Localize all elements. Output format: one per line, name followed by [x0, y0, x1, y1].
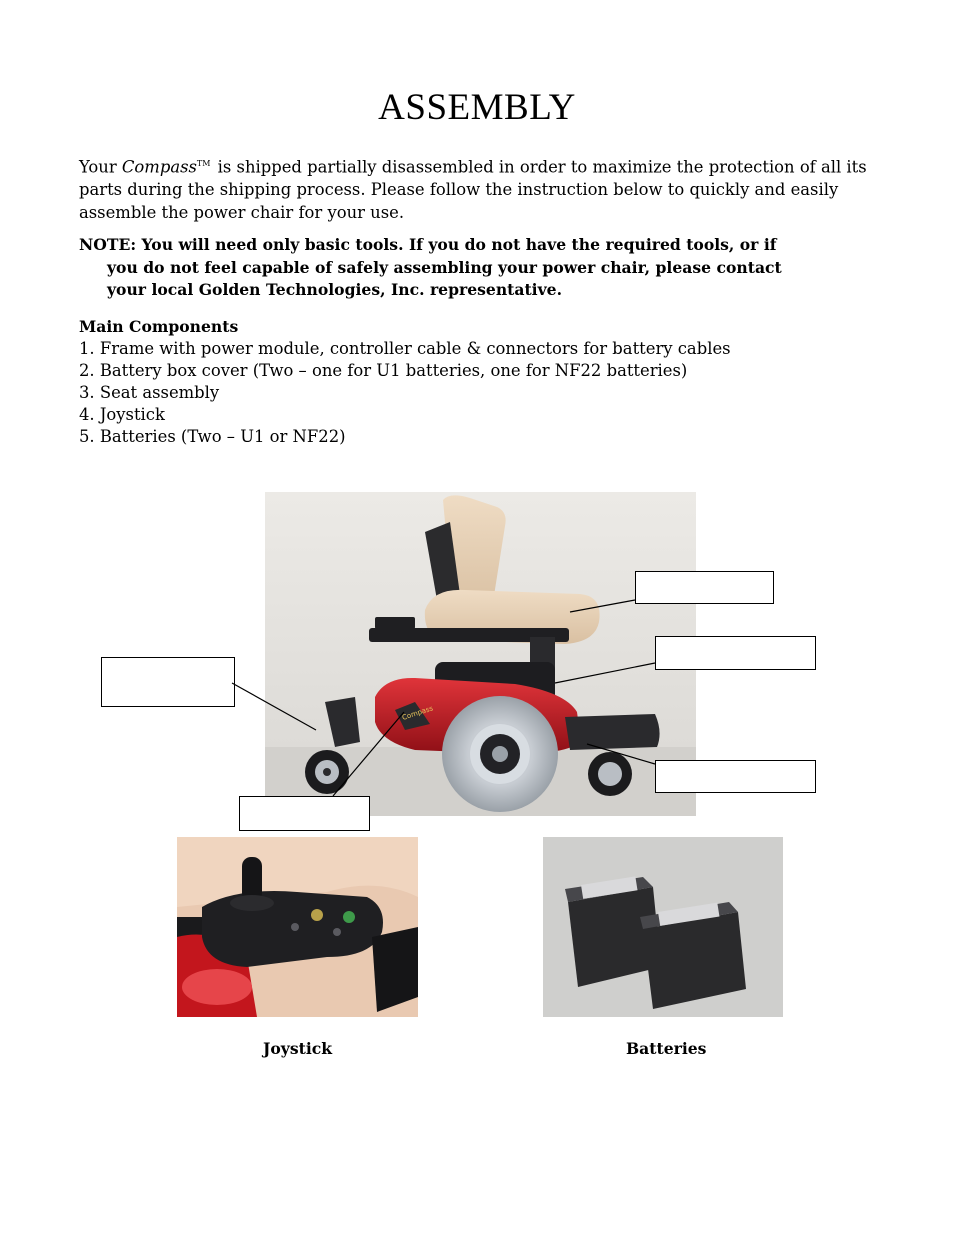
intro-text-start: Your: [79, 157, 122, 177]
note-line-1: NOTE: You will need only basic tools. If…: [79, 235, 777, 254]
components-heading: Main Components: [79, 317, 239, 336]
components-list: 1. Frame with power module, controller c…: [79, 338, 899, 448]
joystick-caption: Joystick: [263, 1039, 333, 1058]
list-item: 4. Joystick: [79, 405, 165, 424]
list-item: 2. Battery box cover (Two – one for U1 b…: [79, 361, 688, 380]
main-components: Main Components 1. Frame with power modu…: [79, 316, 899, 448]
page-title: ASSEMBLY: [378, 87, 576, 128]
list-item: 1. Frame with power module, controller c…: [79, 339, 731, 358]
batteries-caption: Batteries: [626, 1039, 707, 1058]
list-item: 3. Seat assembly: [79, 383, 220, 402]
power-chair-photo: Compass: [265, 492, 696, 816]
note-line-3: your local Golden Technologies, Inc. rep…: [107, 280, 563, 299]
callout-box: [239, 796, 370, 831]
batteries-photo: [543, 837, 783, 1017]
callout-box: [655, 636, 816, 670]
callout-box: [635, 571, 774, 604]
callout-box: [101, 657, 235, 707]
callout-box: [655, 760, 816, 793]
brand-name: Compass: [121, 157, 197, 177]
intro-paragraph: Your CompassTM is shipped partially disa…: [79, 152, 879, 224]
note-paragraph: NOTE: You will need only basic tools. If…: [79, 234, 879, 302]
list-item: 5. Batteries (Two – U1 or NF22): [79, 427, 346, 446]
intro-text-rest: is shipped partially disassembled in ord…: [79, 157, 867, 223]
trademark-mark: TM: [196, 159, 211, 168]
note-line-2: you do not feel capable of safely assemb…: [107, 257, 782, 277]
joystick-photo: [177, 837, 418, 1017]
